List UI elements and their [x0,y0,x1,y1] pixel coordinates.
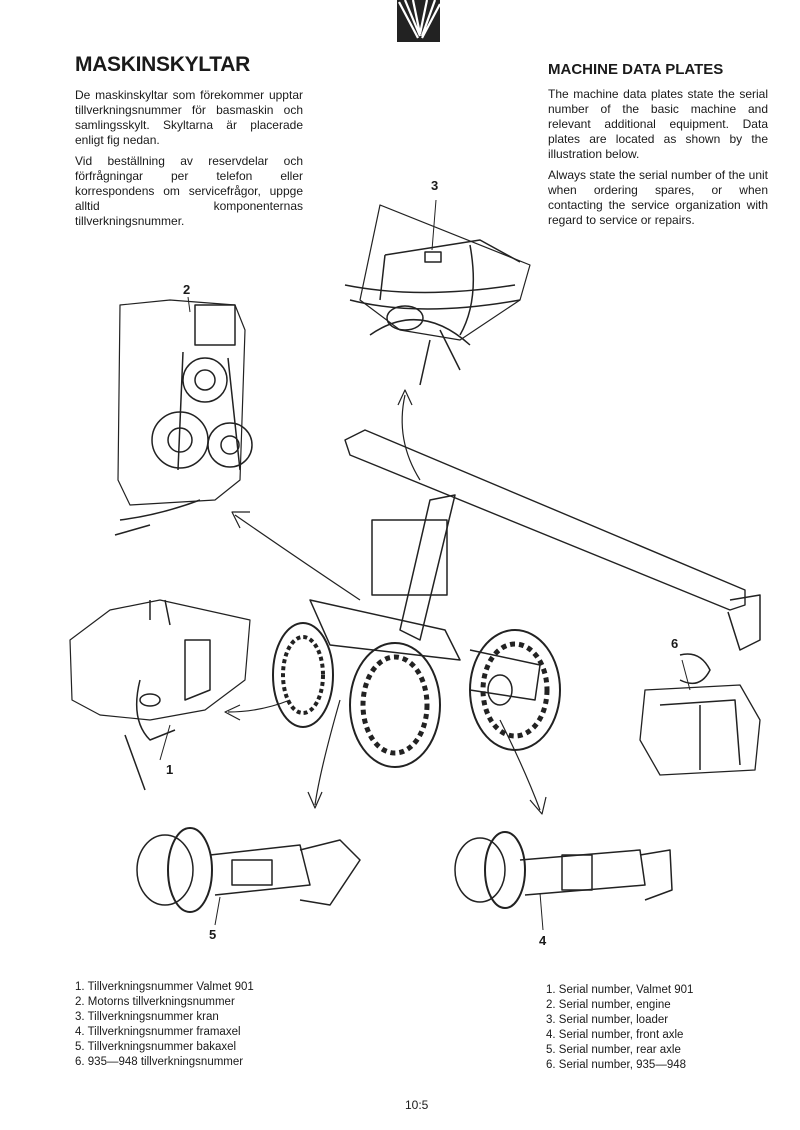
paragraph-swedish-1: De maskinskyltar som förekommer upptar t… [75,88,303,147]
callout-5: 5 [209,927,217,942]
heading-english: MACHINE DATA PLATES [548,61,724,78]
paragraph-english-1: The machine data plates state the serial… [548,87,768,161]
grapple-detail [639,653,761,776]
legend-item: 6. Serial number, 935—948 [546,1059,687,1071]
paragraph-english-2: Always state the serial number of the un… [548,168,768,227]
legend-item: 1. Tillverkningsnummer Valmet 901 [75,981,254,993]
forwarder-machine [272,429,761,768]
callout-4: 4 [539,933,547,948]
legend-item: 5. Serial number, rear axle [546,1044,681,1056]
legend-item: 3. Tillverkningsnummer kran [75,1011,219,1023]
legend-item: 4. Serial number, front axle [546,1029,684,1041]
legend-item: 5. Tillverkningsnummer bakaxel [75,1041,237,1053]
heading-swedish: MASKINSKYLTAR [75,53,250,76]
legend-item: 2. Serial number, engine [546,999,671,1011]
crane-plate-detail [344,199,531,386]
callout-6: 6 [671,636,679,651]
rear-axle-detail [136,827,361,926]
right-column: MACHINE DATA PLATES The machine data pla… [548,61,768,234]
legend-english: 1. Serial number, Valmet 901 2. Serial n… [546,983,693,1073]
legend-item: 1. Serial number, Valmet 901 [546,984,694,996]
callout-1: 1 [166,762,174,777]
callout-2: 2 [183,282,191,297]
paragraph-swedish-2: Vid beställning av reservdelar och förfr… [75,154,303,228]
pointer-arrows [224,389,547,815]
legend-swedish: 1. Tillverkningsnummer Valmet 901 2. Mot… [75,980,254,1070]
frame-detail [69,599,251,791]
legend-item: 4. Tillverkningsnummer framaxel [75,1026,241,1038]
legend-item: 3. Serial number, loader [546,1014,669,1026]
legend-item: 6. 935—948 tillverkningsnummer [75,1056,244,1068]
engine-detail [114,296,253,536]
left-column: MASKINSKYLTAR De maskinskyltar som förek… [75,52,303,235]
page-number: 10:5 [405,1098,429,1112]
front-axle-detail [454,831,673,931]
logo-mark [397,0,441,42]
legend-item: 2. Motorns tillverkningsnummer [75,996,235,1008]
callout-3: 3 [431,178,439,193]
